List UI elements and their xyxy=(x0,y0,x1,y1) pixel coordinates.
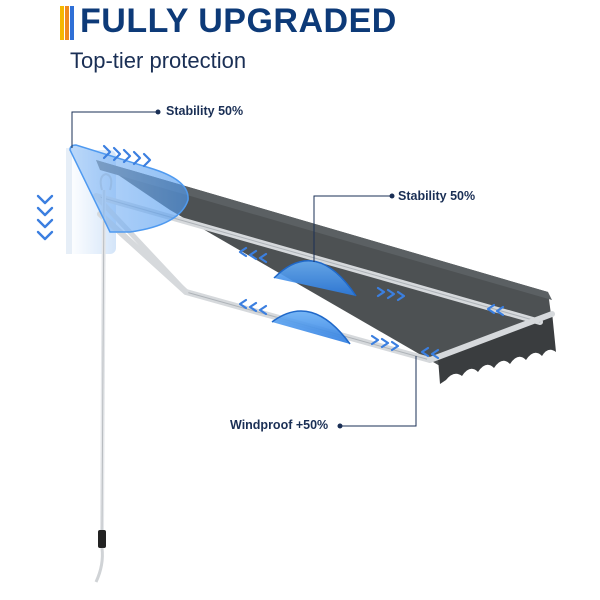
page-title: FULLY UPGRADED xyxy=(80,2,397,40)
chevron-right-icon xyxy=(102,144,505,360)
callout-dots xyxy=(155,109,395,429)
chevron-down-icon xyxy=(36,194,54,241)
callout-stability-mid: Stability 50% xyxy=(398,189,476,203)
callout-windproof: Windproof +50% xyxy=(230,418,329,432)
windproof-highlight xyxy=(271,310,351,345)
callout-stability-top: Stability 50% xyxy=(166,104,244,118)
page-subtitle: Top-tier protection xyxy=(70,48,247,73)
brand-flag-icon xyxy=(60,6,74,40)
stability-highlight-mid xyxy=(273,260,357,297)
header: FULLY UPGRADED Top-tier protection xyxy=(60,2,460,84)
callout-lines xyxy=(71,111,417,427)
